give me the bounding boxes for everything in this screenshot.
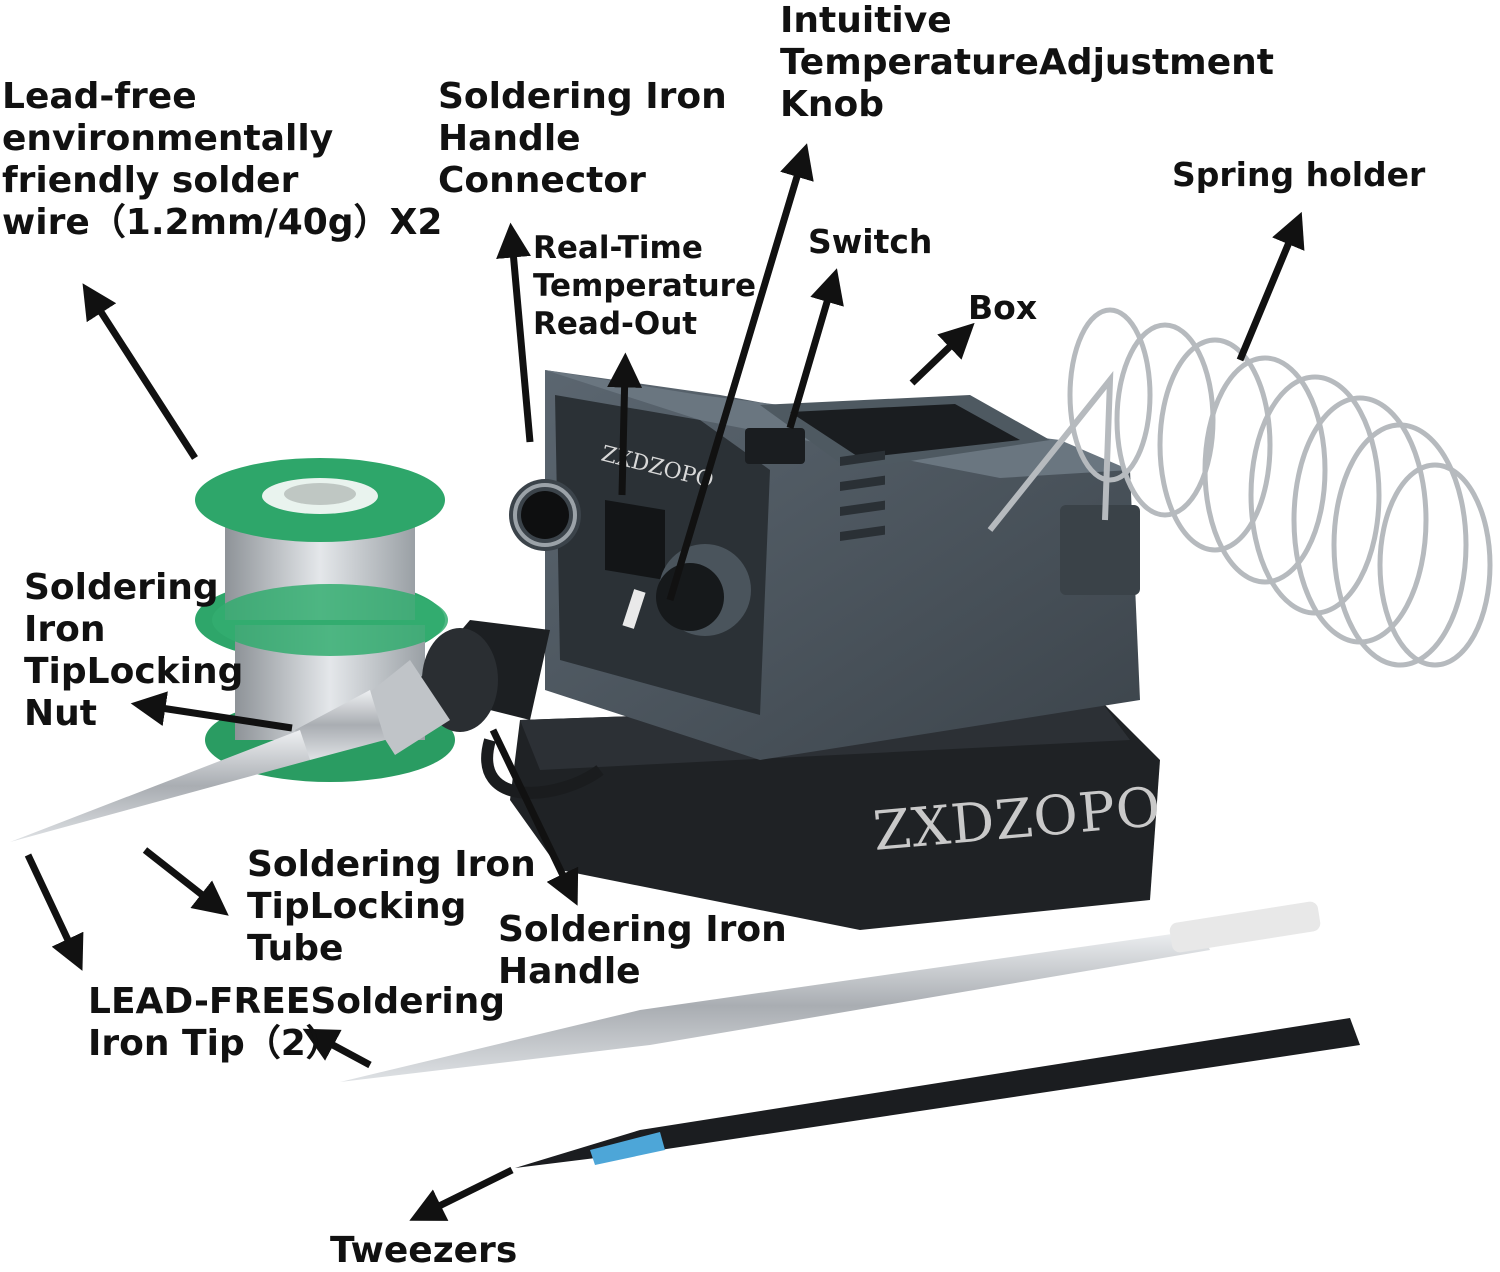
arrow-icon [607, 352, 643, 496]
arrow-icon [1236, 211, 1305, 362]
label-handle: Soldering Iron Handle [498, 909, 787, 992]
arrow-icon [142, 847, 229, 916]
label-handle-connector: Soldering Iron Handle Connector [438, 76, 727, 201]
soldering-station: ZXDZOPO ZXDZOPO [509, 370, 1164, 930]
soldering-iron [10, 620, 604, 842]
label-tip-tube: Soldering Iron TipLocking Tube [247, 844, 536, 969]
tweezers-illustration [515, 1018, 1360, 1168]
arrow-icon [82, 283, 198, 460]
label-box: Box [968, 288, 1038, 327]
label-spring-holder: Spring holder [1172, 155, 1426, 194]
label-switch: Switch [808, 222, 933, 261]
callout-arrows [24, 143, 1305, 1221]
arrow-icon [489, 728, 579, 906]
label-knob: Intuitive TemperatureAdjustment Knob [780, 0, 1274, 125]
label-tip: LEAD-FREESoldering Iron Tip（2） [88, 981, 506, 1064]
arrow-icon [130, 691, 293, 732]
spare-tip [340, 901, 1321, 1082]
side-vents [840, 450, 885, 541]
arrow-icon [302, 1028, 372, 1069]
label-temp-readout: Real-Time Temperature Read-Out [533, 230, 756, 342]
arrow-icon [666, 143, 814, 602]
label-tip-nut: Soldering Iron TipLocking Nut [24, 567, 244, 734]
arrow-icon [24, 853, 84, 971]
arrow-icon [786, 268, 844, 429]
arrow-icon [496, 222, 534, 443]
arrow-icon [409, 1166, 514, 1221]
label-solder-wire: Lead-free environmentally friendly solde… [2, 76, 443, 243]
arrow-icon [909, 322, 975, 386]
spring-holder [987, 307, 1493, 668]
label-tweezers: Tweezers [330, 1230, 518, 1271]
